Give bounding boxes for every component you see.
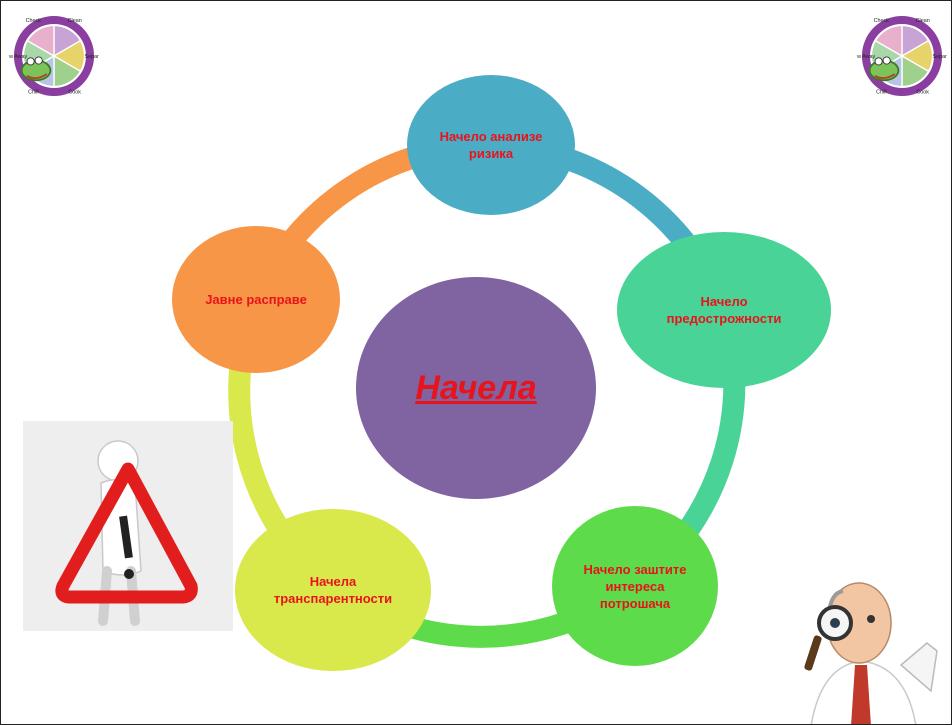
node-precaution: Начело предострожности <box>617 232 831 388</box>
logo-segment-label: Separate <box>932 54 947 60</box>
logo-segment-label: Separate <box>84 54 99 60</box>
logo-segment-label: Chill <box>28 90 38 96</box>
frog-mascot-icon <box>20 56 52 82</box>
node-public-consultation: Јавне расправе <box>172 226 340 373</box>
node-transparency-label: Начела транспарентности <box>273 574 393 606</box>
node-precaution-label: Начело предострожности <box>666 294 782 326</box>
logo-segment-label: Clean <box>68 18 82 24</box>
node-consumer-protection: Начело заштите интереса потрошача <box>552 506 718 666</box>
center-node: Начела <box>356 277 596 499</box>
node-risk-analysis-label: Начело анализе ризика <box>439 129 543 161</box>
logo-segment-label: Throw Away <box>857 54 875 60</box>
logo-segment <box>26 24 55 58</box>
logo-segment-label: Clean <box>916 18 930 24</box>
node-transparency: Начела транспарентности <box>235 509 431 671</box>
node-risk-analysis: Начело анализе ризика <box>407 75 575 215</box>
food-safety-logo-left: CleanSeparateCook Chill Throw Away Check <box>9 15 99 97</box>
frog-mascot-icon <box>868 56 900 82</box>
logo-ring <box>13 15 95 97</box>
warning-figure-icon <box>23 421 233 631</box>
logo-segment-label: Cook <box>916 90 929 96</box>
logo-segment-label: Check <box>26 18 42 24</box>
logo-ring <box>861 15 943 97</box>
logo-segment-label: Chill <box>876 90 886 96</box>
node-public-consultation-label: Јавне расправе <box>205 292 307 307</box>
detective-figure-icon <box>804 582 938 724</box>
logo-segment-label: Throw Away <box>9 54 27 60</box>
logo-segment-label: Cook <box>68 90 81 96</box>
food-safety-logo-right: CleanSeparateCook Chill Throw Away Check <box>857 15 947 97</box>
logo-segment <box>874 24 903 58</box>
logo-segment-label: Check <box>874 18 890 24</box>
node-consumer-protection-label: Начело заштите интереса потрошача <box>583 561 687 611</box>
center-node-label: Начела <box>415 369 537 407</box>
